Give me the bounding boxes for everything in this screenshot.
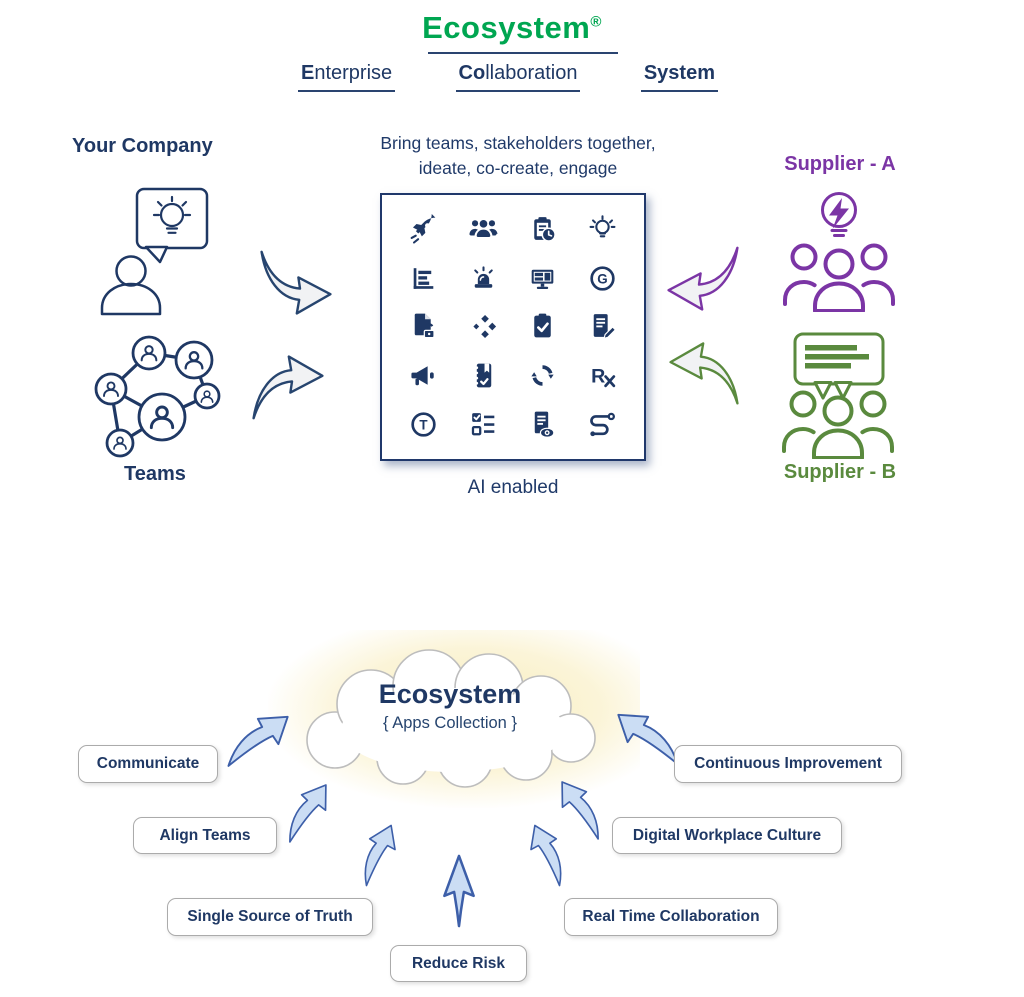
checklist-icon	[471, 413, 495, 436]
arrow-supplier-a-to-box	[662, 243, 744, 315]
bar-report-icon	[413, 267, 434, 289]
arrow-single-source	[338, 807, 420, 905]
secure-document-icon	[414, 314, 435, 339]
ai-enabled-label: AI enabled	[467, 477, 559, 498]
svg-text:G: G	[597, 271, 607, 286]
title-underline	[428, 52, 618, 54]
teams-network-icon	[94, 335, 221, 458]
registered-mark: ®	[590, 13, 602, 31]
center-caption: Bring teams, stakeholders together, idea…	[380, 133, 656, 178]
arrow-teams-to-box	[248, 350, 328, 424]
sync-refresh-icon	[531, 365, 554, 387]
dashboard-monitor-icon	[531, 269, 554, 289]
review-document-eye-icon	[535, 411, 555, 438]
arrow-communicate	[219, 706, 297, 777]
svg-text:T: T	[420, 418, 429, 433]
word-system: System	[640, 62, 718, 92]
supplier-b-label: Supplier - B	[783, 461, 897, 483]
team-icon	[469, 219, 498, 237]
teams-label: Teams	[124, 463, 186, 485]
alert-siren-icon	[473, 266, 493, 288]
benefit-single-source-of-truth: Single Source of Truth	[167, 898, 373, 936]
your-company-label: Your Company	[72, 135, 213, 157]
announce-megaphone-icon	[411, 366, 434, 386]
cloud-title: Ecosystem	[378, 679, 522, 709]
g-badge-icon: G	[590, 266, 615, 291]
benefit-real-time-collaboration: Real Time Collaboration	[564, 898, 778, 936]
workflow-route-icon	[589, 412, 615, 437]
tasks-clipboard-check-icon	[534, 314, 551, 338]
cloud-subtitle: { Apps Collection }	[383, 714, 517, 732]
supplier-a-label: Supplier - A	[784, 153, 896, 175]
ecs-words: Enterprise Collaboration System	[298, 62, 718, 92]
prescription-rx-icon: R	[591, 366, 615, 388]
benefit-digital-workplace-culture: Digital Workplace Culture	[612, 817, 842, 854]
schedule-clipboard-clock-icon	[534, 217, 557, 242]
apps-icon-grid: G	[380, 193, 646, 461]
arrow-supplier-b-to-box	[664, 338, 744, 408]
benefit-communicate: Communicate	[78, 745, 218, 783]
person-idea-icon	[100, 187, 209, 316]
arrow-reduce-risk	[437, 852, 481, 928]
supplier-b-icon	[782, 332, 894, 459]
rocket-icon	[410, 213, 436, 244]
planner-notebook-icon	[475, 363, 491, 388]
benefit-reduce-risk: Reduce Risk	[390, 945, 527, 982]
benefit-continuous-improvement: Continuous Improvement	[674, 745, 902, 783]
page-title: Ecosystem®	[422, 10, 602, 45]
benefit-align-teams: Align Teams	[133, 817, 277, 854]
arrow-company-to-box	[256, 246, 336, 320]
word-collaboration: Collaboration	[455, 62, 581, 92]
title-t-icon: T	[411, 412, 436, 437]
ecosystem-cloud	[306, 649, 596, 788]
supplier-a-icon	[783, 192, 895, 312]
word-enterprise: Enterprise	[298, 62, 396, 92]
idea-bulb-icon	[589, 215, 616, 238]
svg-text:R: R	[591, 366, 605, 388]
edit-document-icon	[593, 314, 616, 340]
modules-diamonds-icon	[473, 315, 496, 339]
